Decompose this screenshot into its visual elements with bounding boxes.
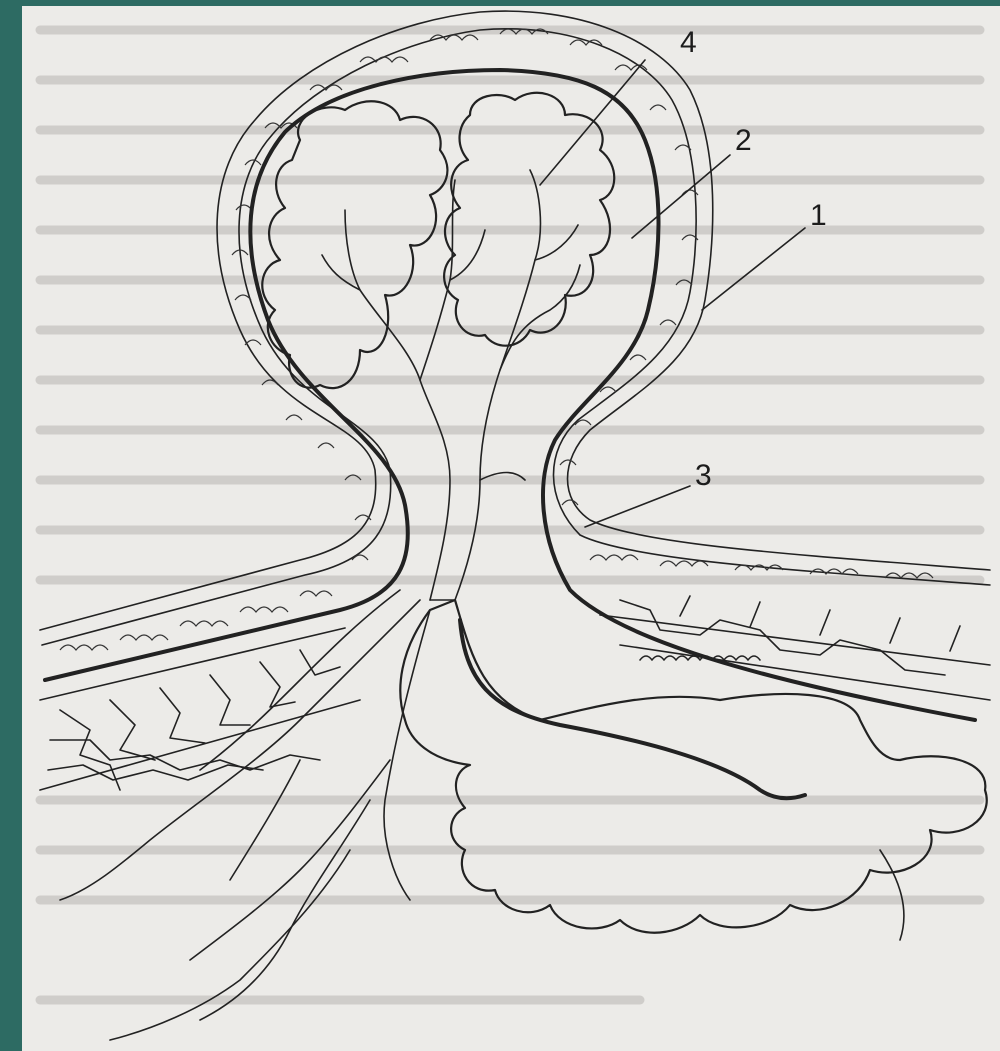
label-1: 1 (810, 199, 827, 232)
background-text-ghost (40, 30, 980, 1000)
outer-skin-line (40, 11, 990, 630)
inner-skin-line (42, 29, 990, 645)
label-4: 4 (680, 26, 697, 59)
leader-line-3 (585, 486, 690, 527)
label-3: 3 (695, 459, 712, 492)
label-2: 2 (735, 124, 752, 157)
fascia-strands (60, 590, 904, 1040)
bowel-loop-left (262, 101, 447, 388)
subcutaneous-fat (60, 29, 933, 650)
intestine-mass (400, 600, 986, 933)
leader-line-1 (702, 228, 805, 310)
muscle-layer-right (600, 596, 990, 700)
